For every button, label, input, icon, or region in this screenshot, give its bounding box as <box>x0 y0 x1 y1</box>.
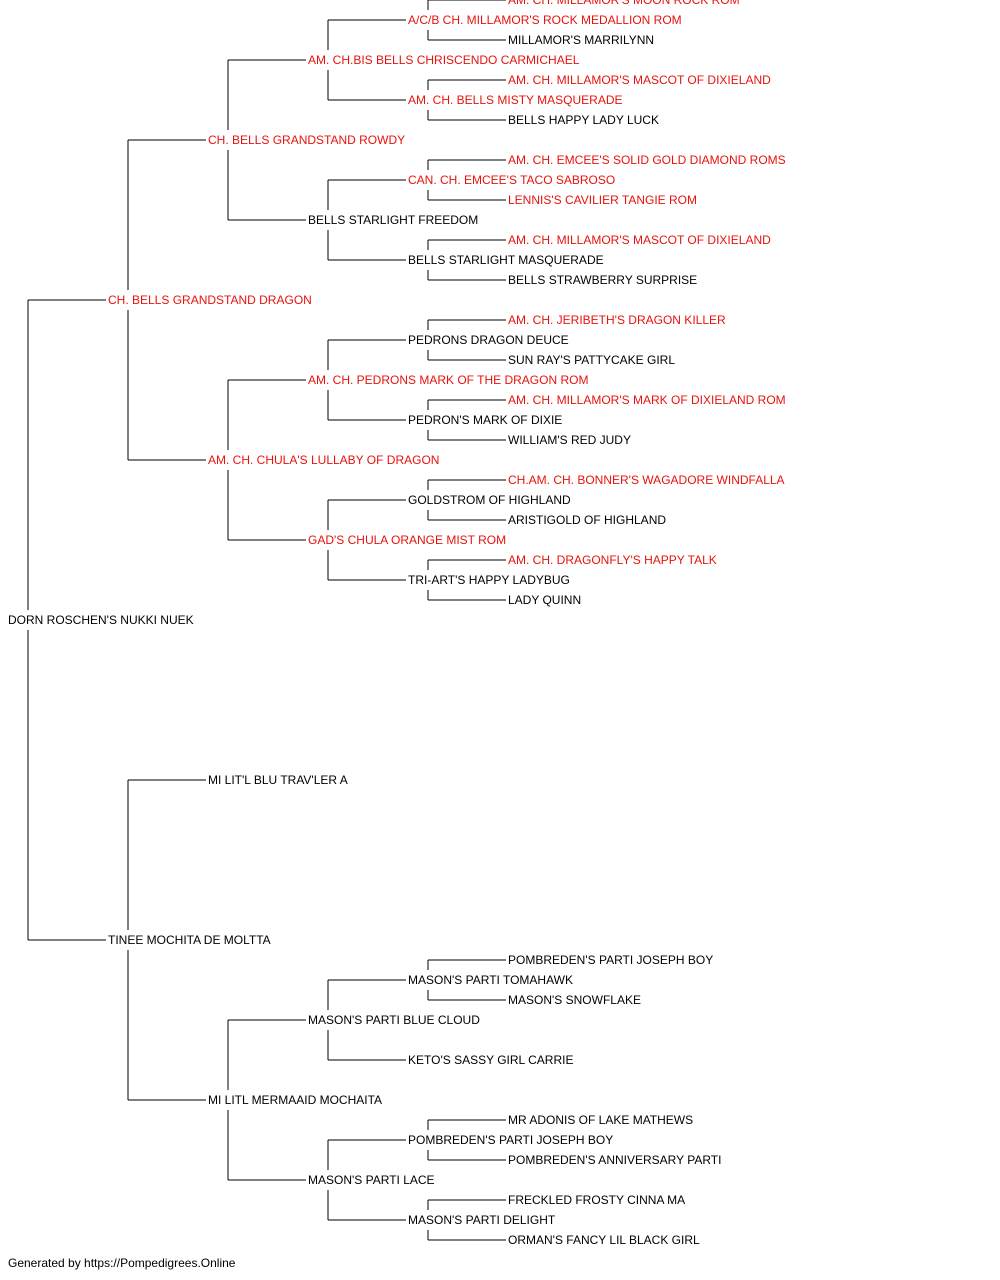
pedigree-name-dddd: MASON'S PARTI DELIGHT <box>408 1213 556 1227</box>
pedigree-name-ddd: MASON'S PARTI LACE <box>308 1173 435 1187</box>
pedigree-name-ss: CH. BELLS GRANDSTAND ROWDY <box>208 133 405 147</box>
pedigree-name-s: CH. BELLS GRANDSTAND DRAGON <box>108 293 312 307</box>
pedigree-name-sdssd: SUN RAY'S PATTYCAKE GIRL <box>508 353 675 367</box>
footer-credit: Generated by https://Pompedigrees.Online <box>8 1256 236 1270</box>
pedigree-name-sssd: AM. CH. BELLS MISTY MASQUERADE <box>408 93 623 107</box>
pedigree-name-sdddd: LADY QUINN <box>508 593 581 607</box>
pedigree-name-sssss: AM. CH. MILLAMOR'S MOON ROCK ROM <box>508 0 740 7</box>
pedigree-names: DORN ROSCHEN'S NUKKI NUEK CH. BELLS GRAND… <box>8 0 786 1247</box>
pedigree-name-sssdd: BELLS HAPPY LADY LUCK <box>508 113 659 127</box>
pedigree-name-ssdsd: LENNIS'S CAVILIER TANGIE ROM <box>508 193 697 207</box>
pedigree-name-ssddd: BELLS STRAWBERRY SURPRISE <box>508 273 697 287</box>
pedigree-name-ssds: CAN. CH. EMCEE'S TACO SABROSO <box>408 173 615 187</box>
pedigree-name-sdds: GOLDSTROM OF HIGHLAND <box>408 493 571 507</box>
pedigree-name-dddds: FRECKLED FROSTY CINNA MA <box>508 1193 685 1207</box>
pedigree-name-ssdd: BELLS STARLIGHT MASQUERADE <box>408 253 604 267</box>
pedigree-name-dd: MI LITL MERMAAID MOCHAITA <box>208 1093 382 1107</box>
pedigree-name-dddss: MR ADONIS OF LAKE MATHEWS <box>508 1113 693 1127</box>
pedigree-connectors <box>27 0 506 1241</box>
pedigree-name-sss: AM. CH.BIS BELLS CHRISCENDO CARMICHAEL <box>308 53 580 67</box>
pedigree-name-sdsds: AM. CH. MILLAMOR'S MARK OF DIXIELAND ROM <box>508 393 786 407</box>
pedigree-name-ddss: MASON'S PARTI TOMAHAWK <box>408 973 573 987</box>
pedigree-name-sddds: AM. CH. DRAGONFLY'S HAPPY TALK <box>508 553 717 567</box>
pedigree-name-ssd: BELLS STARLIGHT FREEDOM <box>308 213 478 227</box>
pedigree-name-sd: AM. CH. CHULA'S LULLABY OF DRAGON <box>208 453 439 467</box>
pedigree-name-sdsss: AM. CH. JERIBETH'S DRAGON KILLER <box>508 313 726 327</box>
pedigree-name-ssdss: AM. CH. EMCEE'S SOLID GOLD DIAMOND ROMS <box>508 153 786 167</box>
pedigree-name-ssss: A/C/B CH. MILLAMOR'S ROCK MEDALLION ROM <box>408 13 682 27</box>
pedigree-name-sdsdd: WILLIAM'S RED JUDY <box>508 433 631 447</box>
pedigree-name-sddsd: ARISTIGOLD OF HIGHLAND <box>508 513 666 527</box>
pedigree-name-ddddd: ORMAN'S FANCY LIL BLACK GIRL <box>508 1233 700 1247</box>
pedigree-name-sdss: PEDRONS DRAGON DEUCE <box>408 333 569 347</box>
pedigree-name-dddsd: POMBREDEN'S ANNIVERSARY PARTI <box>508 1153 721 1167</box>
pedigree-name-sdd: GAD'S CHULA ORANGE MIST ROM <box>308 533 506 547</box>
pedigree-name-sddd: TRI-ART'S HAPPY LADYBUG <box>408 573 570 587</box>
pedigree-name-ddsd: KETO'S SASSY GIRL CARRIE <box>408 1053 573 1067</box>
pedigree-name-sddss: CH.AM. CH. BONNER'S WAGADORE WINDFALLA <box>508 473 785 487</box>
pedigree-name-sds: AM. CH. PEDRONS MARK OF THE DRAGON ROM <box>308 373 588 387</box>
pedigree-name-ds: MI LIT'L BLU TRAV'LER A <box>208 773 348 787</box>
pedigree-name-sdsd: PEDRON'S MARK OF DIXIE <box>408 413 562 427</box>
pedigree-name-root: DORN ROSCHEN'S NUKKI NUEK <box>8 613 194 627</box>
pedigree-name-d: TINEE MOCHITA DE MOLTTA <box>108 933 271 947</box>
pedigree-name-ssdds: AM. CH. MILLAMOR'S MASCOT OF DIXIELAND <box>508 233 771 247</box>
pedigree-name-ddsss: POMBREDEN'S PARTI JOSEPH BOY <box>508 953 713 967</box>
pedigree-name-dds: MASON'S PARTI BLUE CLOUD <box>308 1013 480 1027</box>
pedigree-name-sssds: AM. CH. MILLAMOR'S MASCOT OF DIXIELAND <box>508 73 771 87</box>
pedigree-name-ddds: POMBREDEN'S PARTI JOSEPH BOY <box>408 1133 613 1147</box>
pedigree-name-ssssd: MILLAMOR'S MARRILYNN <box>508 33 654 47</box>
pedigree-name-ddssd: MASON'S SNOWFLAKE <box>508 993 641 1007</box>
